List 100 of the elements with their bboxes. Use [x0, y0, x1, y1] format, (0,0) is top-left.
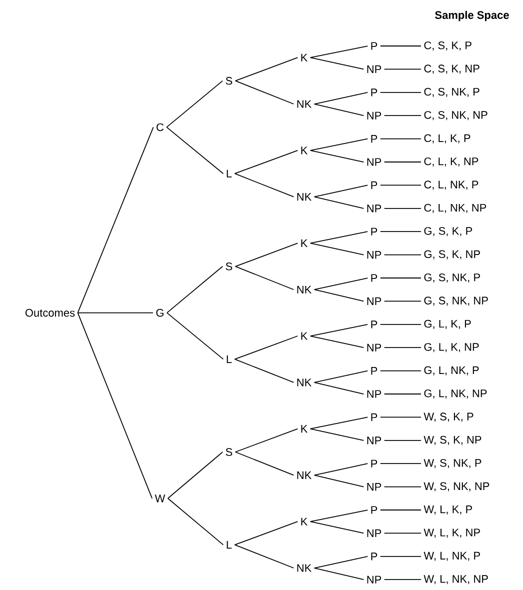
- branch-line: [310, 510, 368, 522]
- branch-line: [234, 521, 298, 546]
- branch-line: [314, 568, 364, 580]
- branch-line: [234, 452, 294, 476]
- branch-label: NP: [367, 390, 382, 398]
- outcome-label: G, S, NK, P: [424, 273, 480, 283]
- outcome-label: W, S, K, NP: [424, 436, 482, 445]
- branch-line: [234, 336, 298, 360]
- branch-line: [310, 336, 364, 348]
- branch-line: [234, 57, 298, 82]
- outcome-label: W, L, NK, P: [424, 552, 480, 561]
- branch-label: G: [156, 308, 164, 317]
- branch-line: [314, 104, 364, 116]
- outcome-label: G, S, NK, NP: [424, 296, 488, 306]
- branch-line: [166, 312, 224, 360]
- branch-label: P: [371, 367, 378, 375]
- branch-label: P: [371, 88, 378, 96]
- outcome-label: W, L, NK, NP: [424, 575, 488, 584]
- branch-line: [77, 312, 153, 499]
- outcome-label: C, L, NK, NP: [424, 204, 486, 213]
- branch-line: [380, 556, 422, 557]
- branch-line: [234, 242, 298, 267]
- branch-label: P: [371, 181, 378, 189]
- branch-label: S: [226, 262, 232, 270]
- branch-line: [384, 579, 422, 580]
- branch-line: [384, 254, 422, 256]
- branch-line: [314, 278, 368, 290]
- branch-line: [234, 358, 294, 383]
- branch-line: [234, 544, 294, 568]
- branch-line: [234, 428, 298, 452]
- branch-line: [314, 184, 368, 198]
- outcome-label: C, L, NK, P: [424, 180, 478, 190]
- branch-line: [380, 231, 422, 232]
- branch-label: P: [371, 506, 378, 514]
- branch-line: [380, 184, 422, 186]
- branch-label: NP: [367, 65, 382, 73]
- branch-line: [314, 289, 364, 302]
- branch-label: P: [371, 413, 378, 421]
- branch-line: [166, 126, 224, 174]
- outcome-label: C, S, NK, P: [424, 88, 480, 97]
- outcome-label: G, S, K, NP: [424, 250, 480, 260]
- branch-label: NK: [297, 193, 312, 201]
- branch-line: [380, 416, 422, 418]
- outcome-label: C, S, NK, NP: [424, 111, 488, 120]
- branch-line: [167, 452, 224, 499]
- branch-label: L: [226, 355, 232, 363]
- branch-label: P: [371, 274, 378, 282]
- branch-label: P: [371, 320, 378, 328]
- branch-line: [77, 126, 154, 314]
- branch-label: W: [154, 494, 166, 502]
- branch-line: [380, 138, 422, 140]
- branch-label: K: [301, 425, 308, 433]
- branch-label: NK: [297, 471, 312, 479]
- branch-label: P: [371, 135, 378, 143]
- branch-line: [314, 196, 364, 209]
- branch-line: [384, 440, 422, 441]
- branch-label: NK: [297, 564, 312, 572]
- branch-label: NP: [367, 297, 382, 305]
- branch-line: [167, 498, 224, 546]
- branch-line: [310, 138, 368, 151]
- branch-line: [234, 80, 294, 104]
- column-heading: Sample Space: [435, 10, 509, 22]
- branch-line: [380, 92, 422, 93]
- branch-label: NP: [367, 436, 382, 444]
- outcome-label: C, S, K, NP: [424, 64, 480, 74]
- branch-line: [384, 68, 422, 70]
- branch-line: [310, 521, 364, 534]
- root-label: Outcomes: [25, 308, 75, 317]
- branch-line: [384, 347, 422, 348]
- branch-label: K: [301, 239, 308, 247]
- branch-label: NP: [367, 529, 382, 537]
- branch-label: NK: [297, 100, 312, 108]
- outcome-label: G, L, K, P: [424, 320, 471, 329]
- branch-label: NP: [367, 158, 382, 166]
- branch-line: [314, 463, 368, 476]
- branch-line: [166, 266, 224, 314]
- outcome-label: C, S, K, P: [424, 41, 472, 51]
- branch-line: [380, 370, 422, 372]
- branch-line: [234, 266, 294, 290]
- branch-label: NK: [297, 378, 312, 386]
- outcome-label: G, L, NK, P: [424, 366, 479, 376]
- branch-line: [314, 474, 364, 488]
- branch-label: P: [371, 460, 378, 468]
- branch-label: NP: [367, 112, 382, 120]
- branch-line: [310, 231, 368, 244]
- branch-label: C: [156, 123, 164, 132]
- outcome-label: G, L, NK, NP: [424, 389, 487, 399]
- branch-label: NP: [367, 344, 382, 352]
- branch-line: [310, 416, 368, 430]
- branch-label: P: [371, 42, 378, 50]
- branch-label: P: [371, 228, 378, 236]
- branch-label: L: [226, 541, 232, 549]
- branch-label: NP: [367, 204, 382, 212]
- branch-label: S: [226, 448, 232, 456]
- branch-label: NP: [367, 576, 382, 584]
- branch-line: [166, 80, 224, 128]
- branch-label: K: [301, 146, 308, 154]
- branch-line: [384, 532, 422, 534]
- branch-line: [310, 150, 364, 162]
- branch-line: [384, 300, 422, 302]
